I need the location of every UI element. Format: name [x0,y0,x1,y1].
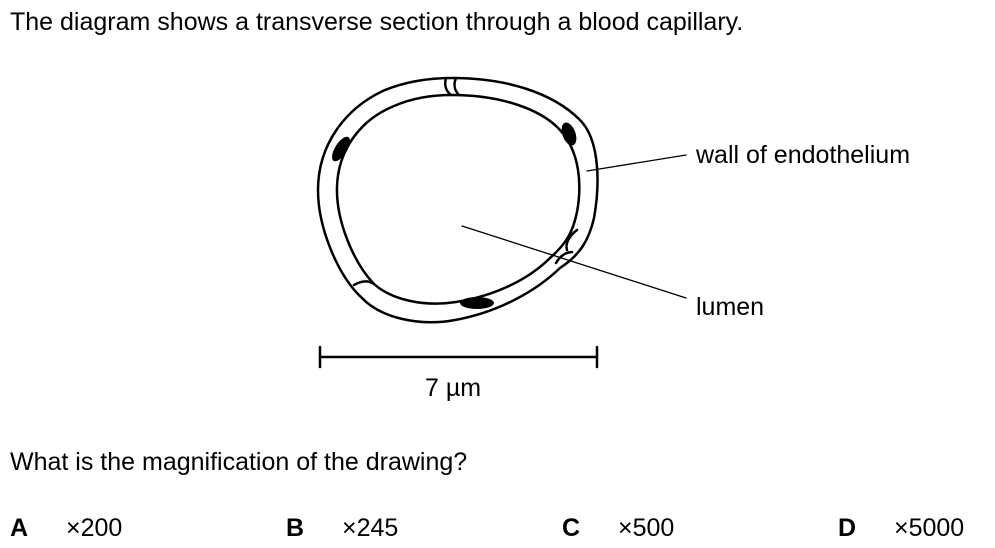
scale-bar [318,345,599,369]
option-value: ×500 [618,514,675,542]
capillary-outer-wall [316,76,599,324]
capillary-inner-wall [335,93,581,305]
cell-junction-top [443,76,461,97]
option-letter: A [10,514,29,542]
cell-junction-lower [554,250,574,265]
option-value: ×245 [342,514,399,542]
option-letter: D [838,514,857,542]
nucleus-right [561,122,577,146]
scale-label: 7 µm [425,374,481,402]
intro-text: The diagram shows a transverse section t… [10,8,744,36]
cell-junction-left [352,280,376,287]
wall-label: wall of endothelium [695,141,910,169]
lumen-label-line [461,225,687,299]
nucleus-left [332,136,350,162]
option-letter: C [562,514,581,542]
lumen-label: lumen [696,293,764,321]
cell-junction-right [565,228,579,252]
question-text: What is the magnification of the drawing… [10,448,468,476]
wall-label-line [586,154,687,172]
nucleus-bottom [460,297,494,309]
option-value: ×5000 [894,514,965,542]
option-letter: B [286,514,305,542]
option-value: ×200 [66,514,123,542]
